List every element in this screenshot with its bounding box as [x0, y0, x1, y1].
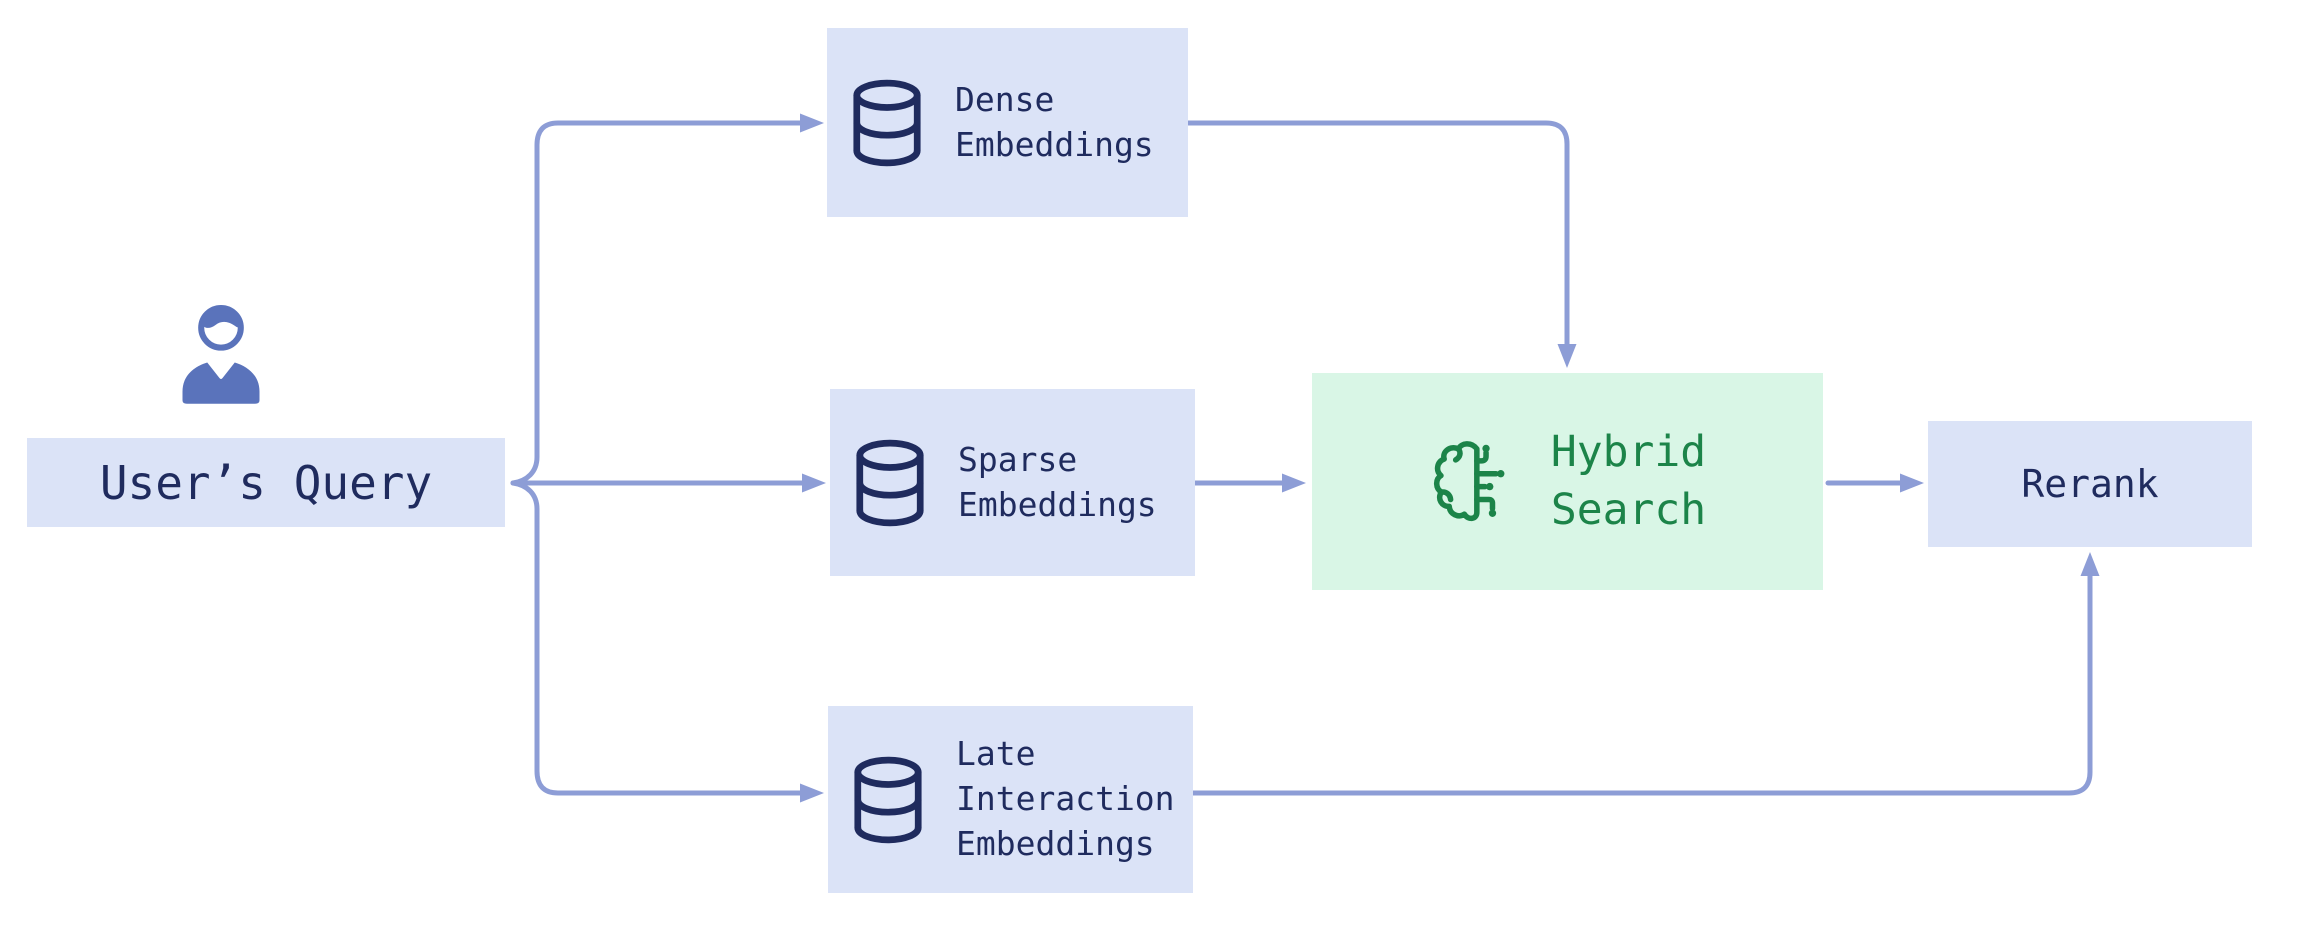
edge-late-rerank: [1190, 573, 2093, 796]
edge-userquery-dense: [510, 120, 803, 486]
database-icon: [846, 753, 930, 847]
node-label: User’s Query: [99, 455, 433, 510]
arrowhead: [800, 783, 824, 803]
edge-userquery-late: [510, 480, 803, 796]
sparse-embeddings-node: Sparse Embeddings: [830, 389, 1195, 576]
arrowhead: [802, 473, 826, 493]
node-label: Hybrid Search: [1550, 427, 1707, 535]
node-label: Dense Embeddings: [955, 79, 1154, 164]
arrowhead: [1900, 473, 1924, 493]
hybrid-search-node: Hybrid Search: [1312, 373, 1823, 590]
arrowhead: [1557, 344, 1577, 368]
node-label: Late Interaction Embeddings: [956, 734, 1175, 863]
late-interaction-embeddings-node: Late Interaction Embeddings: [828, 706, 1193, 893]
arrowhead: [1282, 473, 1306, 493]
dense-embeddings-node: Dense Embeddings: [827, 28, 1188, 217]
brain-circuit-icon: [1429, 436, 1521, 528]
person-icon: [166, 296, 276, 408]
node-label: Rerank: [2021, 462, 2159, 506]
edge-dense-hybrid: [1185, 120, 1570, 347]
arrowhead: [800, 113, 824, 133]
node-label: Sparse Embeddings: [958, 439, 1157, 524]
arrowhead: [2080, 552, 2100, 576]
rerank-node: Rerank: [1928, 421, 2252, 547]
user-query-node: User’s Query: [27, 438, 505, 527]
database-icon: [848, 436, 932, 530]
database-icon: [845, 76, 929, 170]
